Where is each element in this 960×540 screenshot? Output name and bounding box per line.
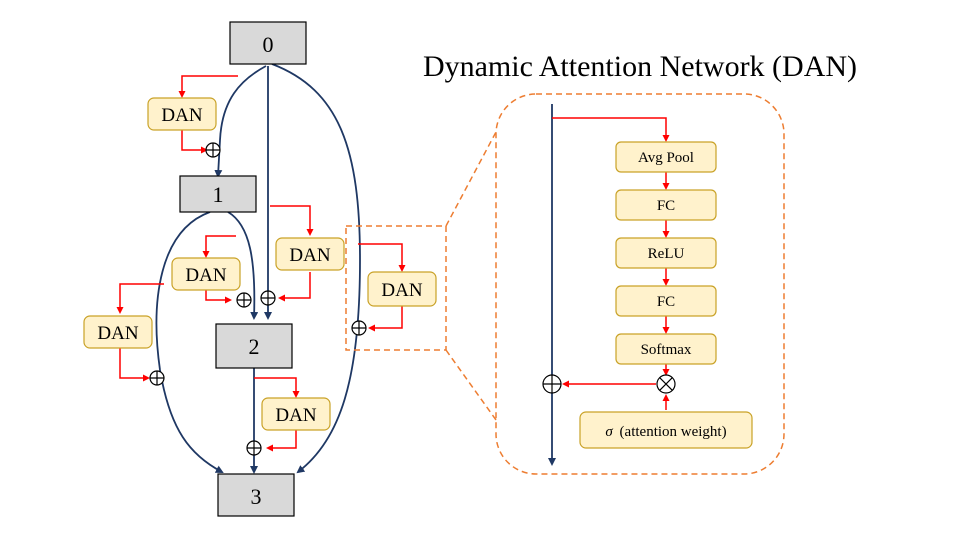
plus-operator-icon — [351, 320, 367, 336]
svg-text:σ (attention weight): σ (attention weight) — [605, 424, 726, 440]
dan-label: DAN — [289, 245, 330, 266]
operators — [149, 142, 676, 456]
fc-block-2: FC — [615, 285, 717, 317]
dan-label: DAN — [161, 105, 202, 126]
dan-box: DAN — [367, 271, 437, 307]
fc-block-1: FC — [615, 189, 717, 221]
node-1: 1 — [179, 175, 257, 213]
attention-weight-label: (attention weight) — [620, 424, 727, 440]
plus-operator-icon — [246, 440, 262, 456]
node-3: 3 — [217, 473, 295, 517]
dan-callout-source — [345, 225, 447, 351]
node-label: 0 — [263, 32, 274, 57]
svg-text:ReLU: ReLU — [648, 246, 685, 262]
node-label: 2 — [249, 334, 260, 359]
attention-weight-block: σ (attention weight) — [579, 411, 753, 449]
sigma-symbol: σ — [605, 424, 613, 440]
softmax-block: Softmax — [615, 333, 717, 365]
dan-box: DAN — [275, 237, 345, 271]
main-flow-lines — [155, 63, 556, 474]
dan-box: DAN — [147, 97, 217, 131]
dan-label: DAN — [97, 323, 138, 344]
dan-box: DAN — [171, 257, 241, 291]
plus-operator-icon — [236, 292, 252, 308]
relu-block: ReLU — [615, 237, 717, 269]
plus-operator-icon — [149, 370, 165, 386]
svg-text:FC: FC — [657, 198, 675, 214]
plus-operator-icon — [260, 290, 276, 306]
plus-operator-icon — [542, 374, 562, 394]
dan-label: DAN — [275, 405, 316, 426]
node-label: 1 — [213, 182, 224, 207]
svg-text:FC: FC — [657, 294, 675, 310]
avg-pool-block: Avg Pool — [615, 141, 717, 173]
node-2: 2 — [215, 323, 293, 369]
dan-box: DAN — [83, 315, 153, 349]
diagram-title: Dynamic Attention Network (DAN) — [423, 50, 857, 83]
svg-text:Avg Pool: Avg Pool — [638, 150, 694, 166]
dan-callout-panel — [495, 93, 785, 475]
node-0: 0 — [229, 21, 307, 65]
node-label: 3 — [251, 484, 262, 509]
dan-label: DAN — [185, 265, 226, 286]
dan-callout — [345, 93, 785, 475]
dan-box: DAN — [261, 397, 331, 431]
dan-label: DAN — [381, 280, 422, 301]
multiply-operator-icon — [656, 374, 676, 394]
plus-operator-icon — [205, 142, 221, 158]
svg-text:Softmax: Softmax — [641, 342, 692, 358]
dan-branch-lines — [116, 75, 670, 452]
